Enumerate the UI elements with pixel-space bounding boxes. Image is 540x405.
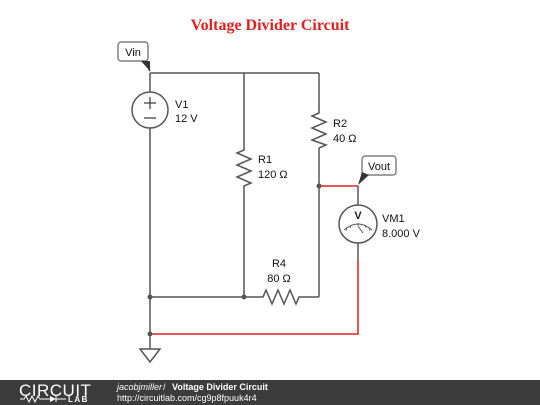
- page-title: Voltage Divider Circuit: [190, 17, 350, 34]
- vout-label-text: Vout: [368, 161, 390, 173]
- vm1-value-label: 8.000 V: [382, 228, 421, 240]
- net-label-vin[interactable]: Vin: [117, 41, 151, 72]
- r2-value-label: 40 Ω: [333, 133, 357, 145]
- footer-author-link[interactable]: jacobjmiller: [117, 382, 163, 392]
- vin-label-text: Vin: [125, 47, 141, 59]
- wires: [149, 72, 359, 349]
- r1-name-label: R1: [258, 154, 272, 166]
- junction-dot: [241, 294, 247, 300]
- footer-bar: CIRCUIT LAB jacobjmiller / Voltage Divid…: [0, 380, 540, 405]
- circuitlab-logo-top: CIRCUIT: [19, 381, 92, 400]
- circuit-schematic: V1 12 V R1 120 Ω R2 40 Ω R4 80 Ω V VM1 8…: [117, 41, 421, 364]
- voltmeter-symbol: V: [354, 210, 362, 222]
- circuitlab-logo-icon: [20, 395, 66, 403]
- circuitlab-logo-bottom: LAB: [68, 395, 89, 404]
- junction-dot: [147, 294, 153, 300]
- v1-name-label: V1: [175, 99, 188, 111]
- junction-dot: [147, 331, 153, 337]
- footer-url-link[interactable]: http://circuitlab.com/cg9p8fpuuk4r4: [117, 393, 257, 403]
- footer-circuit-title: Voltage Divider Circuit: [172, 382, 268, 392]
- r1-value-label: 120 Ω: [258, 169, 288, 181]
- v1-value-label: 12 V: [175, 113, 198, 125]
- resistor-r2[interactable]: [309, 110, 329, 149]
- resistor-r4[interactable]: [260, 288, 300, 306]
- voltage-source-icon: [131, 91, 169, 129]
- wire-vm1-return: [150, 260, 359, 335]
- ground-icon: [138, 348, 162, 364]
- resistor-r1[interactable]: [235, 147, 253, 188]
- voltage-source-v1[interactable]: [131, 91, 169, 129]
- highlight-wires: [150, 185, 359, 335]
- footer-separator: /: [163, 382, 166, 392]
- r4-name-label: R4: [272, 258, 286, 270]
- vm1-name-label: VM1: [382, 213, 405, 225]
- junction-dot: [316, 183, 322, 189]
- net-label-vout[interactable]: Vout: [358, 155, 397, 185]
- r2-name-label: R2: [333, 118, 347, 130]
- voltmeter-vm1[interactable]: V: [338, 204, 378, 244]
- junctions: [147, 183, 322, 337]
- r4-value-label: 80 Ω: [267, 273, 291, 285]
